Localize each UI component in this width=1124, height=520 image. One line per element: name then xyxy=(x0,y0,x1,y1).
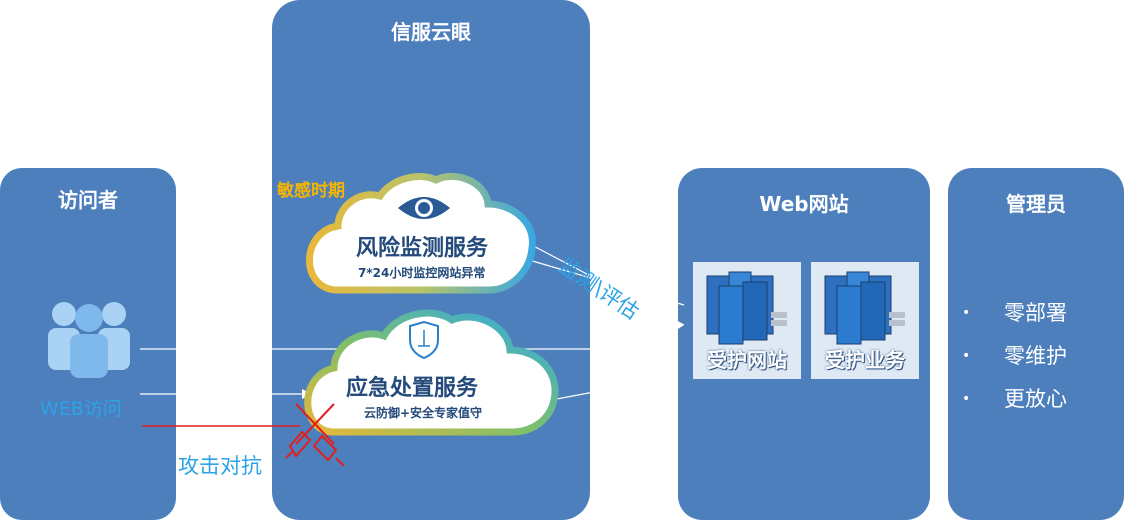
eye-icon xyxy=(398,197,450,219)
monitor-service-subtitle: 7*24小时监控网站异常 xyxy=(358,266,486,280)
perk-label: 零维护 xyxy=(1004,344,1067,368)
response-service-title: 应急处置服务 xyxy=(346,376,479,401)
protected-site-label: 受护网站 xyxy=(707,348,787,372)
monitor-link-line-1 xyxy=(521,239,685,326)
cloud-eye-title: 信服云眼 xyxy=(391,20,471,44)
visitor-title: 访问者 xyxy=(58,188,118,212)
monitor-cloud xyxy=(306,172,536,294)
bullet-icon: • xyxy=(962,391,971,407)
admin-panel: 管理员 xyxy=(948,168,1124,520)
bullet-icon: • xyxy=(962,305,971,321)
response-cloud xyxy=(304,309,559,436)
admin-perks-list: • 零部署 • 零维护 • 更放心 xyxy=(962,298,1067,427)
users-group-icon xyxy=(48,302,130,378)
perk-label: 零部署 xyxy=(1004,301,1067,325)
response-service-subtitle: 云防御+安全专家值守 xyxy=(364,406,483,420)
perk-item: • 更放心 xyxy=(962,384,1067,427)
monitor-service-title: 风险监测服务 xyxy=(356,236,489,261)
server-icon xyxy=(706,271,787,345)
perk-item: • 零部署 xyxy=(962,298,1067,341)
arrowhead-icon xyxy=(676,320,684,329)
admin-title: 管理员 xyxy=(1006,192,1066,216)
shield-icon xyxy=(409,320,439,360)
blocked-plug-icon xyxy=(285,403,345,467)
server-icon xyxy=(824,271,905,345)
website-title: Web网站 xyxy=(759,192,849,216)
protected-site-box: 受护网站 xyxy=(693,262,801,379)
perk-item: • 零维护 xyxy=(962,341,1067,384)
web-access-label: WEB访问 xyxy=(40,398,122,420)
sensitive-period-label: 敏感时期 xyxy=(277,181,345,201)
protected-business-label: 受护业务 xyxy=(825,348,905,372)
protected-business-box: 受护业务 xyxy=(811,262,919,379)
bullet-icon: • xyxy=(962,348,971,364)
perk-label: 更放心 xyxy=(1004,387,1067,411)
monitor-link-line-2 xyxy=(521,257,685,306)
attack-label: 攻击对抗 xyxy=(178,454,262,478)
